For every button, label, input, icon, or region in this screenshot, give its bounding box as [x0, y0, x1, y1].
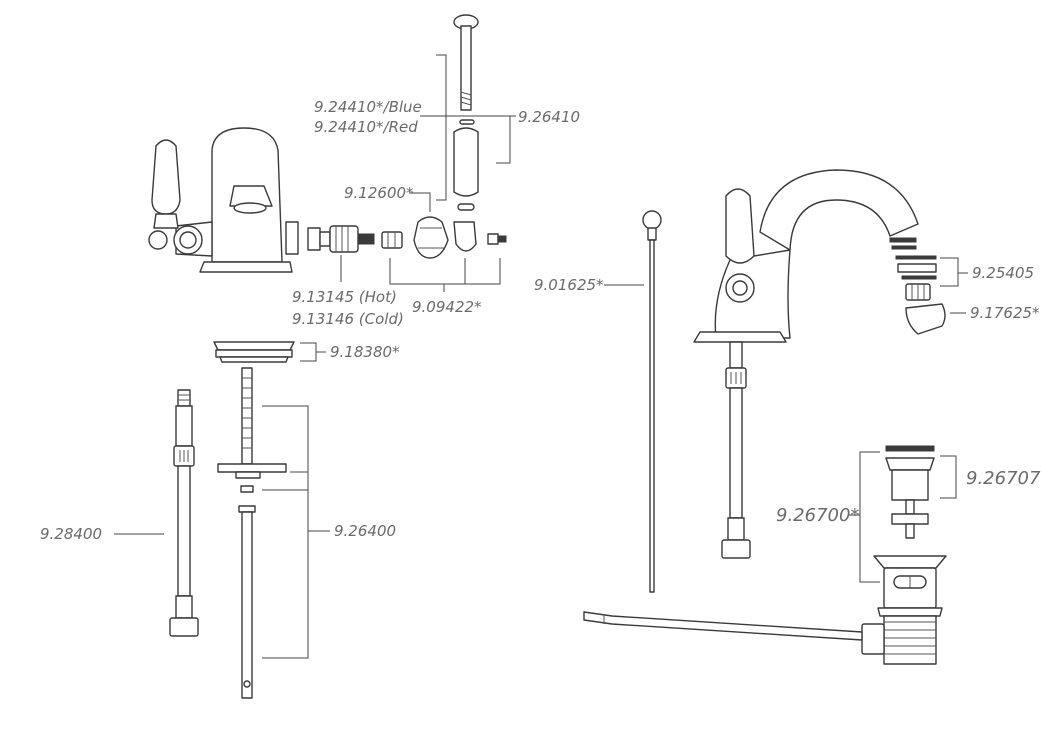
label-handle-kit: 9.26410: [518, 108, 580, 126]
label-blue: 9.24410*/Blue: [314, 98, 422, 116]
gasket: [213, 341, 295, 363]
lift-rod: [583, 611, 863, 641]
handle-cap: [413, 216, 449, 259]
small-screw: [487, 233, 507, 245]
handle-kit-top: [453, 14, 479, 211]
label-cap: 9.12600*: [344, 184, 414, 202]
pop-up-rod: [642, 210, 662, 593]
flex-hose: [169, 389, 199, 637]
aerator-set: [889, 237, 937, 301]
label-aerator-set: 9.25405: [972, 264, 1034, 282]
waste-assembly: [861, 445, 947, 665]
mounting-plate: [217, 463, 287, 699]
label-hose: 9.28400: [40, 525, 102, 543]
handle-base: [453, 221, 477, 252]
faucet-body-left: [148, 127, 299, 273]
label-aerator: 9.17625*: [970, 304, 1040, 322]
leader-lines: [114, 54, 968, 659]
label-gasket: 9.18380*: [330, 343, 400, 361]
cartridge: [307, 225, 375, 253]
label-cartridge-hot: 9.13145 (Hot): [292, 288, 397, 306]
aerator: [905, 303, 946, 335]
label-cartridge-cold: 9.13146 (Cold): [292, 310, 404, 328]
faucet-right: [693, 169, 919, 559]
threaded-rod: [241, 367, 253, 465]
label-mount-kit: 9.26400: [334, 522, 396, 540]
label-red: 9.24410*/Red: [314, 118, 418, 136]
label-bracket: 9.09422*: [412, 298, 482, 316]
label-waste: 9.26700*: [776, 505, 859, 526]
label-waste-top: 9.26707*: [966, 468, 1041, 489]
adapter-nut: [381, 231, 403, 249]
label-pop-rod: 9.01625*: [534, 276, 604, 294]
